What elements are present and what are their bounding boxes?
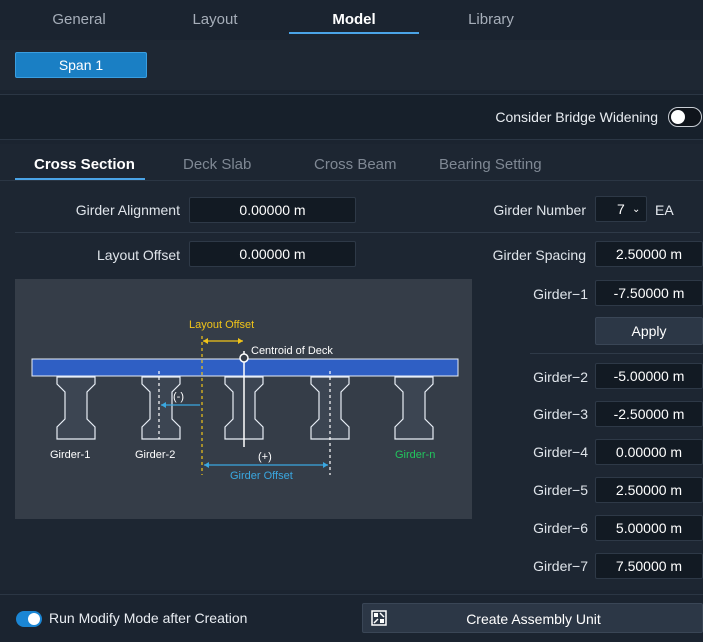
apply-button[interactable]: Apply: [595, 317, 703, 345]
active-sub-tab-indicator: [15, 178, 145, 180]
active-tab-indicator: [289, 32, 419, 34]
arrow-left-icon: [161, 402, 166, 408]
cross-section-svg: Centroid of Deck Layout Offset (-) (+) G…: [31, 319, 459, 482]
plus-text: (+): [258, 451, 272, 463]
divider: [15, 232, 700, 233]
girder-number-select[interactable]: 7 ⌄: [595, 196, 647, 222]
tab-bearing-setting[interactable]: Bearing Setting: [439, 156, 542, 173]
girder-6-label: Girder−6: [533, 520, 588, 536]
bottom-bar: Run Modify Mode after Creation Create As…: [0, 594, 703, 642]
girder-shape: [141, 376, 181, 440]
layout-offset-field[interactable]: 0.00000 m: [189, 241, 356, 267]
girder-4-label: Girder−4: [533, 444, 588, 460]
girder-spacing-label: Girder Spacing: [492, 247, 586, 263]
centroid-text: Centroid of Deck: [251, 345, 333, 357]
girder-4-field[interactable]: 0.00000 m: [595, 439, 703, 465]
girder-2-label: Girder−2: [533, 369, 588, 385]
girder-shape: [394, 376, 434, 440]
girder-1-text: Girder-1: [50, 449, 90, 461]
tab-layout[interactable]: Layout: [192, 11, 238, 28]
girder-5-field[interactable]: 2.50000 m: [595, 477, 703, 503]
tab-cross-section[interactable]: Cross Section: [34, 156, 135, 173]
tab-library[interactable]: Library: [468, 11, 514, 28]
girder-5-label: Girder−5: [533, 482, 588, 498]
girder-2-field[interactable]: -5.00000 m: [595, 363, 703, 389]
arrow-left-icon: [203, 338, 208, 344]
girder-1-field[interactable]: -7.50000 m: [595, 280, 703, 306]
span-bar: Span 1: [0, 40, 703, 90]
sub-tab-divider: [0, 180, 703, 181]
tab-deck-slab[interactable]: Deck Slab: [183, 156, 252, 173]
arrow-right-icon: [323, 462, 328, 468]
top-tab-bar: General Layout Model Library: [0, 0, 703, 40]
widening-label: Consider Bridge Widening: [495, 109, 658, 125]
cross-section-diagram: Centroid of Deck Layout Offset (-) (+) G…: [15, 279, 472, 519]
assembly-icon: [371, 610, 387, 626]
layout-offset-label: Layout Offset: [96, 247, 180, 263]
arrow-right-icon: [238, 338, 243, 344]
girder-7-field[interactable]: 7.50000 m: [595, 553, 703, 579]
tab-cross-beam[interactable]: Cross Beam: [314, 156, 397, 173]
girder-number-label: Girder Number: [493, 202, 586, 218]
widening-toggle[interactable]: [668, 107, 702, 127]
run-modify-toggle[interactable]: [16, 611, 42, 627]
run-modify-label: Run Modify Mode after Creation: [49, 610, 248, 626]
create-assembly-unit-button[interactable]: Create Assembly Unit: [362, 603, 703, 633]
layout-offset-text: Layout Offset: [189, 319, 254, 331]
toggle-knob: [28, 613, 40, 625]
girder-1-label: Girder−1: [533, 286, 588, 302]
span-1-button[interactable]: Span 1: [15, 52, 147, 78]
girder-n-text: Girder-n: [395, 449, 435, 461]
girder-offset-text: Girder Offset: [230, 470, 293, 482]
divider: [530, 353, 703, 354]
create-assembly-unit-label: Create Assembly Unit: [466, 611, 601, 627]
girder-number-value: 7: [617, 201, 625, 217]
centroid-marker: [239, 353, 249, 363]
arrow-left-icon: [204, 462, 209, 468]
girder-alignment-label: Girder Alignment: [75, 202, 180, 218]
girder-number-unit: EA: [655, 202, 674, 218]
girder-3-field[interactable]: -2.50000 m: [595, 401, 703, 427]
tab-general[interactable]: General: [52, 11, 106, 28]
girder-spacing-field[interactable]: 2.50000 m: [595, 241, 703, 267]
minus-text: (-): [173, 391, 184, 403]
chevron-down-icon: ⌄: [632, 204, 641, 215]
toggle-knob: [671, 110, 685, 124]
girder-6-field[interactable]: 5.00000 m: [595, 515, 703, 541]
girder-alignment-field[interactable]: 0.00000 m: [189, 197, 356, 223]
girder-3-label: Girder−3: [533, 406, 588, 422]
tab-model[interactable]: Model: [332, 11, 376, 28]
girder-7-label: Girder−7: [533, 558, 588, 574]
widening-row: Consider Bridge Widening: [0, 94, 703, 140]
cross-section-panel: Cross Section Deck Slab Cross Beam Beari…: [0, 144, 703, 590]
girder-shape: [56, 376, 96, 440]
girder-2-text: Girder-2: [135, 449, 175, 461]
